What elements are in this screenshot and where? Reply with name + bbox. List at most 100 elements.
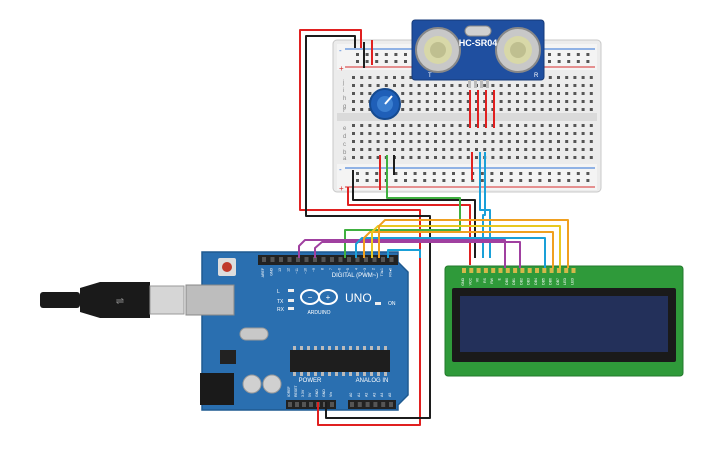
digital-pin[interactable]	[279, 257, 283, 262]
potentiometer-knob-icon[interactable]	[369, 88, 401, 120]
lcd-pin-label: DB2	[519, 278, 523, 285]
power-header-label: POWER	[299, 378, 322, 384]
sensor-r-label: R	[534, 73, 539, 79]
wire-blue[interactable]	[355, 237, 546, 268]
digital-pin[interactable]	[355, 257, 360, 262]
wire-red[interactable]	[299, 29, 421, 426]
sensor-t-label: T	[428, 73, 432, 79]
led-l-label: L	[277, 289, 280, 295]
digital-pin[interactable]	[287, 257, 292, 262]
hc-sr04-sensor[interactable]: HC-SR04 T R	[411, 19, 545, 88]
lcd-pin-label: V0	[476, 278, 480, 282]
lcd-pin-label: DB5	[541, 278, 545, 285]
lcd-pin[interactable]	[535, 268, 539, 273]
usb-plug-icon[interactable]: ⇌	[40, 282, 185, 318]
digital-pin[interactable]	[347, 257, 351, 262]
wire-orange[interactable]	[378, 219, 569, 268]
svg-text:−: −	[308, 293, 313, 302]
svg-text:d: d	[343, 134, 346, 140]
digital-pin[interactable]	[313, 257, 317, 262]
wire-blue[interactable]	[482, 152, 486, 258]
digital-pin-label: ~6	[338, 268, 342, 272]
power-pin[interactable]	[330, 402, 334, 407]
digital-pin[interactable]	[389, 257, 394, 262]
lcd-pin[interactable]	[571, 268, 576, 273]
wire-black[interactable]	[352, 170, 476, 258]
lcd-pin[interactable]	[462, 268, 466, 273]
analog-pin[interactable]	[350, 402, 354, 407]
lcd-pin[interactable]	[556, 268, 561, 273]
wire-red[interactable]	[347, 187, 471, 265]
lcd-pin-label: DB0	[505, 278, 509, 285]
wire-orange[interactable]	[363, 231, 554, 268]
digital-pin[interactable]	[338, 257, 343, 262]
arduino-logo: − +	[300, 289, 338, 305]
lcd-pin-label: DB7	[556, 278, 560, 285]
svg-text:f: f	[343, 108, 345, 114]
lcd-pin-label: RS	[483, 277, 487, 283]
digital-pin[interactable]	[330, 257, 334, 262]
lcd-pin[interactable]	[542, 268, 547, 273]
analog-pin[interactable]	[373, 402, 378, 407]
power-pin[interactable]	[288, 402, 292, 407]
digital-pin[interactable]	[321, 257, 326, 262]
digital-pin[interactable]	[364, 257, 368, 262]
analog-header	[348, 400, 396, 409]
svg-text:i: i	[343, 88, 344, 94]
atmega-chip	[290, 350, 390, 372]
lcd-pin[interactable]	[476, 268, 481, 273]
digital-pin[interactable]	[304, 257, 309, 262]
digital-header-label: DIGITAL (PWM~)	[332, 273, 379, 279]
digital-pin[interactable]	[270, 257, 275, 262]
svg-text:-: -	[339, 165, 342, 174]
analog-pin[interactable]	[389, 402, 393, 407]
lcd-pin-label: DB3	[527, 278, 531, 285]
analog-pin[interactable]	[365, 402, 370, 407]
svg-text:a: a	[343, 156, 347, 162]
wire-purple[interactable]	[314, 241, 521, 268]
lcd-pin[interactable]	[483, 268, 488, 273]
wire-purple[interactable]	[298, 239, 506, 268]
capacitor-2	[262, 374, 282, 394]
power-pin[interactable]	[295, 402, 299, 407]
digital-pin[interactable]	[372, 257, 377, 262]
digital-pin-label: ~5	[346, 268, 350, 272]
lcd-pin[interactable]	[469, 268, 474, 273]
digital-pin-label: 12	[287, 268, 291, 272]
lcd-pin[interactable]	[549, 268, 554, 273]
analog-pin[interactable]	[381, 402, 386, 407]
power-pin[interactable]	[302, 402, 306, 407]
jumper-wires[interactable]	[298, 29, 569, 426]
lcd-pin-label: RW	[490, 277, 494, 283]
lcd-pin[interactable]	[513, 268, 518, 273]
svg-text:e: e	[343, 126, 347, 132]
lcd-pin-label: GND	[461, 278, 465, 286]
wire-blue[interactable]	[387, 249, 421, 258]
analog-pin-label: A3	[372, 393, 376, 397]
analog-pin-label: A4	[380, 393, 384, 397]
digital-pin-label: RX◂0	[389, 268, 393, 277]
wire-black[interactable]	[305, 35, 431, 419]
lcd-pin[interactable]	[527, 268, 532, 273]
analog-header-label: ANALOG IN	[356, 378, 389, 384]
digital-pin[interactable]	[262, 257, 266, 262]
svg-text:b: b	[343, 150, 347, 156]
lcd-pin[interactable]	[520, 268, 525, 273]
uno-label: UNO	[345, 291, 372, 305]
svg-text:+: +	[339, 64, 344, 73]
svg-text:-: -	[339, 46, 342, 55]
digital-pin[interactable]	[296, 257, 300, 262]
analog-pin[interactable]	[357, 402, 362, 407]
svg-text:⇌: ⇌	[116, 296, 124, 307]
lcd-pin[interactable]	[505, 268, 510, 273]
lcd-pin[interactable]	[491, 268, 496, 273]
power-pin[interactable]	[309, 402, 313, 407]
lcd-pin[interactable]	[498, 268, 503, 273]
wire-green[interactable]	[344, 155, 461, 258]
digital-pin[interactable]	[381, 257, 385, 262]
lcd-pin[interactable]	[564, 268, 569, 273]
